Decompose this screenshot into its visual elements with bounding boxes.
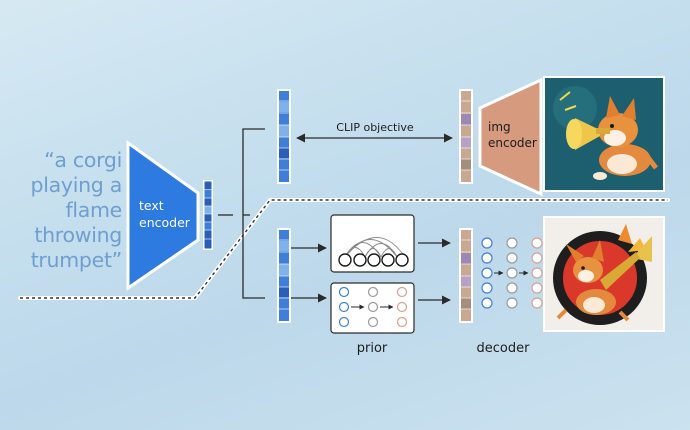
prior-text-embedding (277, 228, 291, 323)
prior-autoregressive-box (330, 214, 415, 273)
caption-line-3: flame (65, 198, 122, 222)
img-encoder-label-2: encoder (488, 136, 537, 150)
text-encoder-label-1: text (139, 198, 164, 213)
clip-objective-label: CLIP objective (336, 121, 414, 134)
text-encoder-shape (126, 140, 200, 291)
caption-line-1: “a corgi (44, 148, 122, 172)
caption-line-4: throwing (34, 223, 122, 247)
decoder-image-embedding (459, 228, 473, 323)
text-embedding-vector (203, 180, 213, 250)
dashed-divider-dots (20, 199, 668, 299)
img-encoder-shape (478, 77, 543, 197)
corgi-flame-trumpet-image (543, 216, 665, 332)
corgi-trumpet-image (543, 76, 665, 192)
caption-line-2: playing a (30, 173, 123, 197)
img-encoder-label-1: img (488, 120, 511, 134)
caption-text: “a corgi playing a flame throwing trumpe… (0, 148, 123, 278)
text-encoder-label-2: encoder (139, 215, 191, 230)
decoder-network (481, 237, 543, 309)
prior-label: prior (357, 341, 388, 356)
clip-text-embedding (277, 89, 291, 184)
prior-diffusion-box (330, 282, 415, 334)
decoder-label: decoder (477, 341, 531, 356)
caption-line-5: trumpet” (30, 248, 123, 272)
clip-image-embedding (459, 89, 473, 184)
branch-lines (218, 128, 451, 305)
